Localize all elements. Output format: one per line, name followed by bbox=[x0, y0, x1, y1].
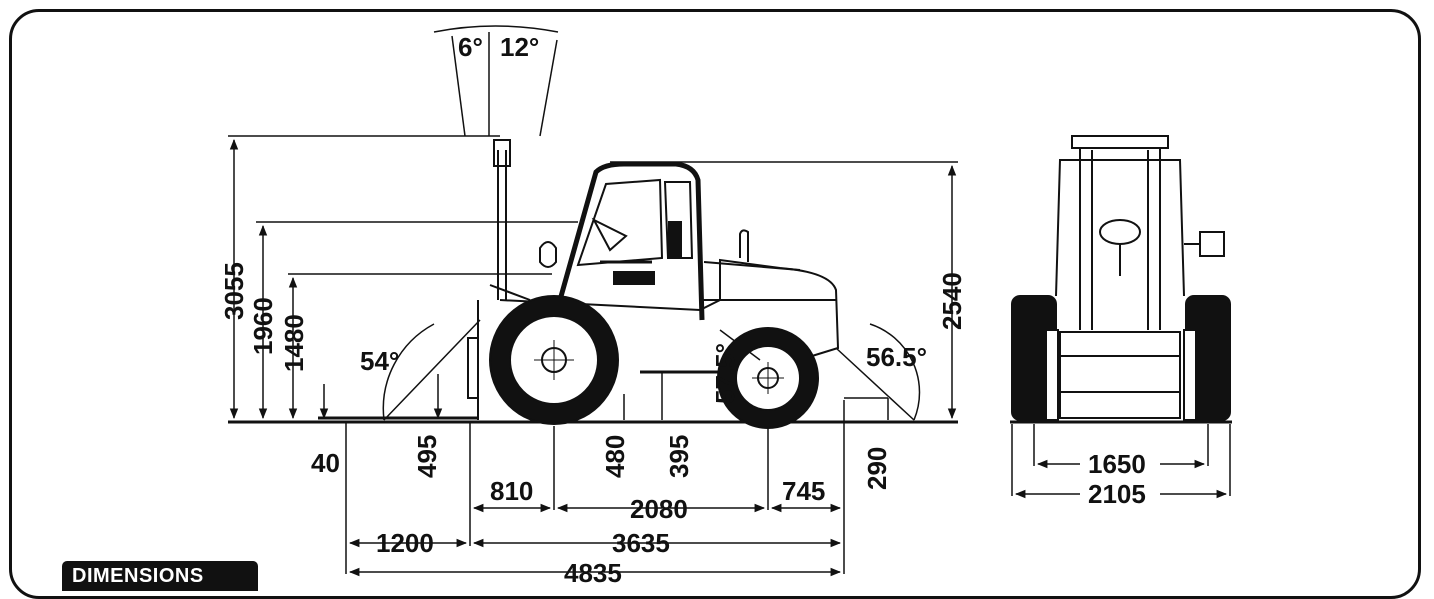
overall-length-label: 4835 bbox=[564, 558, 622, 585]
angle-arcs bbox=[382, 319, 921, 421]
overall-height-label: 3055 bbox=[219, 262, 249, 320]
fork-length-label: 1200 bbox=[376, 528, 434, 558]
dimensions-section-label: DIMENSIONS bbox=[62, 561, 258, 591]
dimension-drawing: 6° 12° 3055 1960 1480 54° 2540 57.5° 56.… bbox=[219, 25, 1232, 585]
front-cab bbox=[1055, 159, 1185, 297]
height-1480-label: 1480 bbox=[279, 314, 309, 372]
cab bbox=[539, 161, 705, 321]
tilt-fan bbox=[433, 25, 559, 137]
front-view-labels: 1650 2105 bbox=[1080, 448, 1160, 509]
rear-wheel bbox=[717, 327, 819, 429]
vertical-dimensions bbox=[229, 138, 957, 420]
mirror bbox=[1199, 231, 1225, 257]
fork-below-ground-label: 40 bbox=[311, 448, 340, 478]
tilt-forward-angle-label: 12° bbox=[500, 32, 539, 62]
dim-495-label: 495 bbox=[412, 435, 442, 478]
tilt-back-angle-label: 6° bbox=[458, 32, 483, 62]
overall-width-label: 2105 bbox=[1088, 479, 1146, 509]
front-overhang-label: 810 bbox=[490, 476, 533, 506]
departure-angle-label: 56.5° bbox=[866, 342, 927, 372]
track-width-label: 1650 bbox=[1088, 449, 1146, 479]
side-view bbox=[228, 25, 958, 577]
rear-overhang-label: 745 bbox=[782, 476, 825, 506]
dim-395-label: 395 bbox=[664, 435, 694, 478]
height-1960-label: 1960 bbox=[248, 297, 278, 355]
approach-angle-label: 54° bbox=[360, 346, 399, 376]
dim-290-label: 290 bbox=[862, 447, 892, 490]
length-to-fork-face-label: 3635 bbox=[612, 528, 670, 558]
dim-480-label: 480 bbox=[600, 435, 630, 478]
front-view bbox=[1010, 135, 1232, 499]
steering-wheel bbox=[1099, 219, 1141, 245]
body bbox=[499, 229, 840, 374]
front-wheel bbox=[489, 295, 619, 425]
fork-carriage bbox=[1059, 331, 1181, 419]
front-mast-head bbox=[1071, 135, 1169, 149]
height-reference-lines bbox=[228, 135, 958, 275]
side-view-labels: 6° 12° 3055 1960 1480 54° 2540 57.5° 56.… bbox=[219, 32, 967, 585]
mast bbox=[467, 139, 531, 420]
cab-height-label: 2540 bbox=[937, 272, 967, 330]
horizontal-dimensions bbox=[345, 400, 845, 577]
wheelbase-label: 2080 bbox=[630, 494, 688, 524]
angle-57-5-label: 57.5° bbox=[710, 343, 740, 404]
